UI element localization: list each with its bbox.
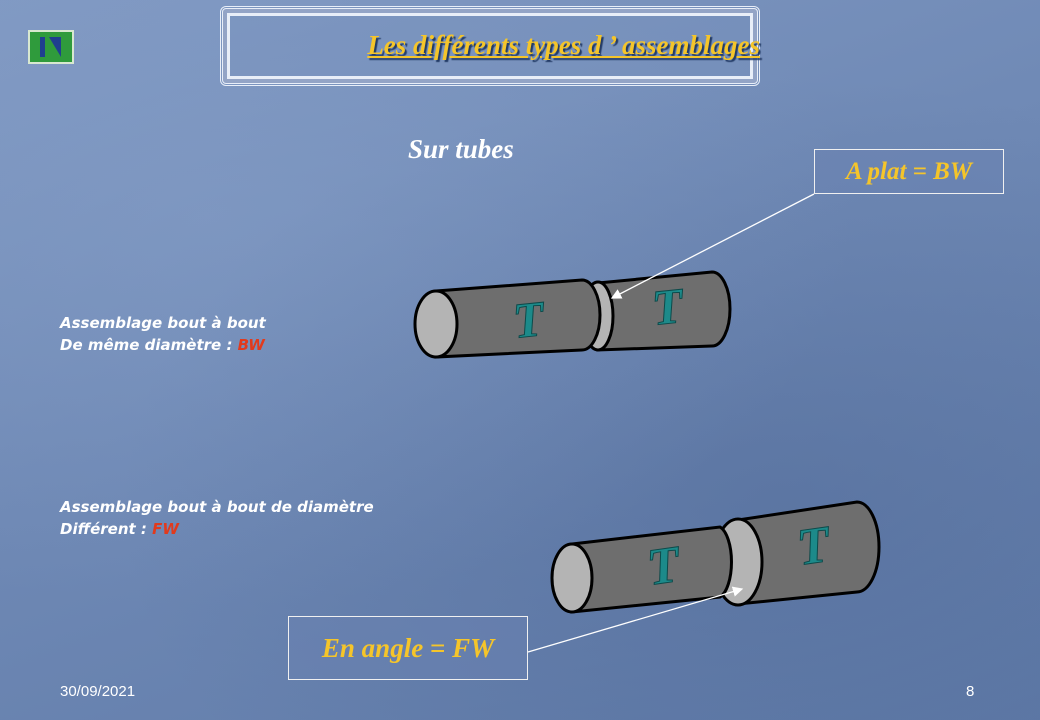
fw-tube-assembly: T T bbox=[550, 500, 881, 614]
end-show-button[interactable] bbox=[28, 30, 74, 64]
fw-description: Assemblage bout à bout de diamètre Diffé… bbox=[60, 496, 374, 540]
bw-description: Assemblage bout à bout De même diamètre … bbox=[60, 312, 266, 356]
bw-description-line1: Assemblage bout à bout bbox=[60, 314, 266, 332]
callout-fw: En angle = FW bbox=[288, 616, 528, 680]
callout-bw-label: A plat = BW bbox=[845, 157, 973, 185]
subtitle: Sur tubes bbox=[408, 134, 514, 164]
callout-bw: A plat = BW bbox=[814, 149, 1004, 194]
fw-tube-left bbox=[550, 525, 733, 614]
skip-end-icon bbox=[40, 37, 61, 57]
bw-description-prefix: De même diamètre : bbox=[60, 336, 238, 354]
page-title: Les différents types d ’ assemblages bbox=[367, 30, 760, 60]
callout-fw-label: En angle = FW bbox=[321, 632, 495, 663]
bw-code: BW bbox=[237, 336, 265, 354]
fw-description-line1: Assemblage bout à bout de diamètre bbox=[60, 498, 374, 516]
bw-description-line2: De même diamètre : BW bbox=[60, 334, 266, 356]
fw-pointer-line bbox=[527, 586, 744, 653]
title-frame bbox=[220, 6, 760, 86]
footer-date: 30/09/2021 bbox=[60, 683, 136, 700]
page-number: 8 bbox=[966, 683, 975, 700]
bw-tube-left bbox=[413, 278, 602, 359]
fw-code: FW bbox=[152, 520, 179, 538]
bw-tube-assembly: T T bbox=[413, 270, 732, 359]
bw-pointer-line bbox=[610, 193, 815, 299]
fw-description-line2: Différent : FW bbox=[60, 518, 374, 540]
fw-description-prefix: Différent : bbox=[60, 520, 153, 538]
